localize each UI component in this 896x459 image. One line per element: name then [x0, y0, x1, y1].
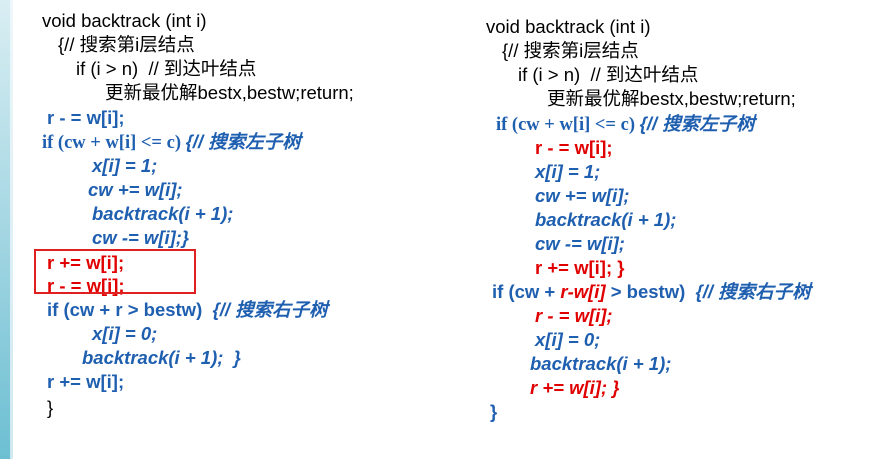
- code-comment: {// 搜索右子树: [212, 299, 328, 320]
- code-line: }: [490, 401, 498, 422]
- code-line: backtrack(i + 1);: [92, 203, 234, 224]
- code-line: r - = w[i];: [535, 305, 613, 326]
- code-comment: {// 搜索左子树: [639, 113, 755, 134]
- code-line: if (i > n) // 到达叶结点: [76, 58, 257, 79]
- code-line: }: [47, 397, 54, 418]
- code-comment: {// 搜索左子树: [185, 131, 301, 152]
- code-line: cw += w[i];: [88, 179, 183, 200]
- code-line: r += w[i];: [47, 252, 125, 273]
- code-segment: if (cw + w[i] <= c): [42, 133, 186, 153]
- highlight-box: [34, 249, 196, 294]
- code-comment: {// 搜索右子树: [695, 281, 811, 302]
- code-line: {// 搜索第i层结点: [58, 34, 195, 55]
- code-line: void backtrack (int i): [42, 10, 207, 31]
- code-line: if (cw + r-w[i] > bestw) {// 搜索右子树: [492, 280, 811, 304]
- code-segment-highlight: r-w[i]: [560, 281, 606, 302]
- code-line: if (i > n) // 到达叶结点: [518, 64, 699, 85]
- code-line: r - = w[i];: [47, 275, 125, 296]
- code-line: 更新最优解bestx,bestw;return;: [547, 88, 796, 109]
- code-line: x[i] = 0;: [92, 323, 158, 344]
- code-line: r += w[i]; }: [535, 257, 625, 278]
- code-segment: if (cw +: [492, 281, 561, 302]
- code-line: r += w[i];: [47, 371, 125, 392]
- code-segment: if (cw + w[i] <= c): [496, 115, 640, 135]
- code-line: r - = w[i];: [535, 137, 613, 158]
- code-line: x[i] = 1;: [535, 161, 601, 182]
- code-line: {// 搜索第i层结点: [502, 40, 639, 61]
- code-line: void backtrack (int i): [486, 16, 651, 37]
- code-segment: if (cw + r > bestw): [47, 299, 213, 320]
- code-line: backtrack(i + 1);: [530, 353, 672, 374]
- code-line: cw -= w[i];: [535, 233, 625, 254]
- code-line: x[i] = 1;: [92, 155, 158, 176]
- code-line: cw += w[i];: [535, 185, 630, 206]
- code-line: if (cw + r > bestw) {// 搜索右子树: [47, 298, 328, 322]
- code-line: if (cw + w[i] <= c) {// 搜索左子树: [496, 112, 755, 137]
- code-segment: > bestw): [605, 281, 696, 302]
- code-line: backtrack(i + 1);: [535, 209, 677, 230]
- code-line: r += w[i]; }: [530, 377, 620, 398]
- code-line: if (cw + w[i] <= c) {// 搜索左子树: [42, 130, 301, 155]
- code-line: cw -= w[i];}: [92, 227, 190, 248]
- code-line: r - = w[i];: [47, 107, 125, 128]
- code-line: backtrack(i + 1); }: [82, 347, 241, 368]
- code-line: 更新最优解bestx,bestw;return;: [105, 82, 354, 103]
- code-line: x[i] = 0;: [535, 329, 601, 350]
- left-accent-bar: [0, 0, 13, 459]
